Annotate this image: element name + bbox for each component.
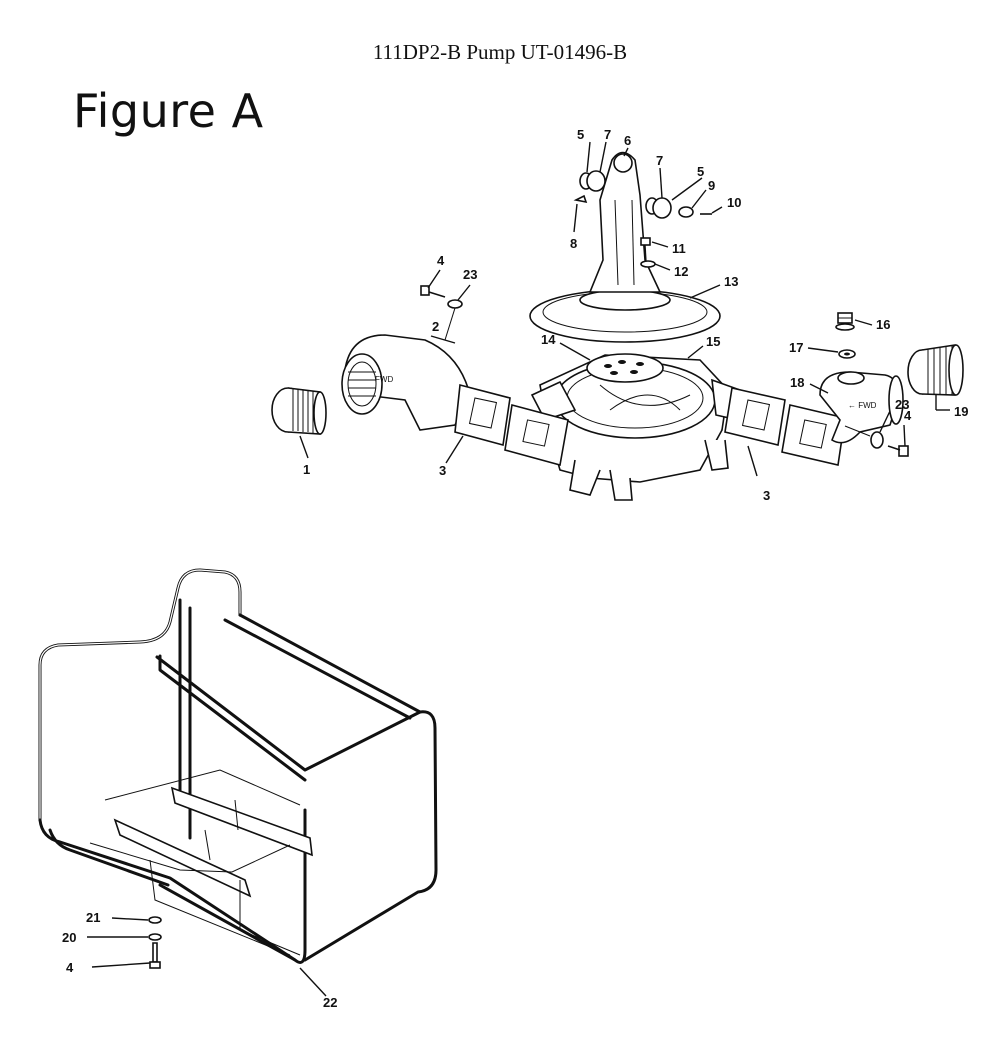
callout-15: 15 [706, 334, 720, 349]
callout-2: 2 [432, 319, 439, 334]
callout-14: 14 [541, 332, 556, 347]
drain-plug [835, 312, 856, 359]
callout-22: 22 [323, 995, 337, 1010]
outlet-tee: ← FWD [819, 371, 904, 444]
callout-4-top: 4 [437, 253, 445, 268]
right-flanges [724, 387, 846, 466]
callout-23-left: 23 [463, 267, 477, 282]
svg-text:← FWD: ← FWD [848, 401, 877, 410]
callout-23-right: 23 [895, 397, 909, 412]
pump-body [530, 354, 741, 501]
figure-title: Figure A [73, 84, 264, 138]
left-flanges [454, 383, 569, 467]
callout-4-right: 4 [904, 408, 912, 423]
callout-9: 9 [708, 178, 715, 193]
callout-labels: 1 2 3 3 4 4 4 5 5 6 7 7 8 9 10 11 12 13 … [62, 127, 968, 1010]
pump-assembly-drawing: FWD ← FWD [271, 151, 964, 501]
callout-13: 13 [724, 274, 738, 289]
leader-lines [87, 141, 950, 997]
callout-20: 20 [62, 930, 76, 945]
tubular-frame-drawing [38, 568, 438, 969]
callout-19: 19 [954, 404, 968, 419]
callout-3-right: 3 [763, 488, 770, 503]
callout-7-right: 7 [656, 153, 663, 168]
callout-21: 21 [86, 910, 100, 925]
connecting-rod [588, 151, 662, 293]
callout-3-left: 3 [439, 463, 446, 478]
callout-7-left: 7 [604, 127, 611, 142]
callout-8: 8 [570, 236, 577, 251]
callout-6: 6 [624, 133, 631, 148]
callout-10: 10 [727, 195, 741, 210]
callout-16: 16 [876, 317, 890, 332]
callout-4-frame: 4 [66, 960, 74, 975]
callout-17: 17 [789, 340, 803, 355]
impeller-disc [586, 353, 664, 383]
callout-11: 11 [672, 241, 686, 256]
callout-5-left: 5 [577, 127, 584, 142]
svg-text:FWD: FWD [375, 375, 393, 384]
left-bolt [420, 285, 463, 341]
document-title: 111DP2-B Pump UT-01496-B [372, 40, 628, 64]
inlet-nipple [271, 387, 327, 435]
callout-18: 18 [790, 375, 804, 390]
inlet-elbow: FWD [341, 334, 471, 431]
right-bolt [844, 425, 909, 457]
callout-1: 1 [303, 462, 310, 477]
callout-5-right: 5 [697, 164, 704, 179]
callout-12: 12 [674, 264, 688, 279]
outlet-nipple [907, 344, 964, 396]
rod-bushings [573, 170, 712, 219]
